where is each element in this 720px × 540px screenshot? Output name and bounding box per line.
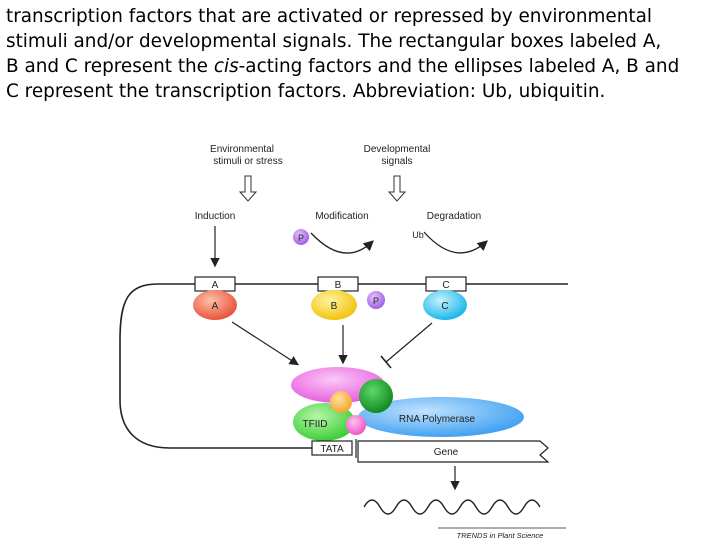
ubiquitin-label: Ub — [412, 230, 424, 240]
env-label-line-1: Environmental — [210, 144, 274, 155]
modification-phosphate — [293, 229, 309, 245]
tf-b-phosphate — [367, 291, 385, 309]
caption-line-3: B and C represent the cis-acting factors… — [6, 54, 714, 79]
green-subunit — [359, 379, 393, 413]
induction-label: Induction — [195, 211, 236, 222]
pink-subunit — [346, 415, 366, 435]
gene-label: Gene — [434, 447, 459, 458]
dev-label-line-2: signals — [381, 156, 412, 167]
cis-box-c-label: C — [442, 280, 449, 291]
transcription-factor-a-label: A — [212, 301, 219, 312]
tf-c-repression-line — [385, 322, 433, 363]
modification-curved-arrow — [310, 232, 374, 254]
transcription-factor-b-label: B — [331, 301, 338, 312]
transcription-factor-c — [423, 290, 467, 320]
tf-a-activation-arrow — [231, 321, 300, 366]
gene-region — [357, 440, 550, 463]
modification-phosphate-label: P — [298, 233, 304, 243]
tata-box — [311, 440, 353, 456]
caption-line-1: transcription factors that are activated… — [6, 6, 652, 27]
env-hollow-arrow-icon — [238, 175, 258, 202]
degradation-curved-arrow — [423, 231, 488, 254]
mrna-transcript — [363, 499, 541, 515]
caption-line-3-end: -acting factors and the ellipses labeled… — [238, 56, 680, 77]
cis-box-b-label: B — [335, 280, 342, 291]
caption-cis-term: cis — [213, 56, 239, 77]
tf-c-repression-bar — [380, 355, 392, 369]
dev-hollow-arrow-icon — [387, 175, 407, 202]
figure-caption: transcription factors that are activated… — [6, 4, 714, 104]
caption-line-3-start: B and C represent the — [6, 56, 214, 77]
dna-loop — [119, 283, 312, 449]
rna-polymerase-label: RNA Polymerase — [399, 414, 476, 425]
dev-label-line-1: Developmental — [364, 144, 431, 155]
modification-label: Modification — [315, 211, 368, 222]
caption-line-4: C represent the transcription factors. A… — [6, 81, 606, 102]
source-credit: TRENDS in Plant Science — [457, 531, 544, 540]
degradation-label: Degradation — [427, 211, 481, 222]
transcription-factor-b — [311, 290, 357, 320]
rna-polymerase — [358, 397, 524, 437]
env-label-line-2: stimuli or stress — [213, 156, 282, 167]
tf-b-phosphate-label: P — [373, 296, 379, 306]
tfiid-label: TFIID — [303, 419, 328, 430]
transcription-factor-a — [193, 290, 237, 320]
cis-box-a-label: A — [212, 280, 219, 291]
transcription-factor-c-label: C — [441, 301, 448, 312]
orange-subunit — [330, 391, 352, 413]
caption-line-2: stimuli and/or developmental signals. Th… — [6, 31, 662, 52]
tata-label: TATA — [320, 444, 344, 455]
